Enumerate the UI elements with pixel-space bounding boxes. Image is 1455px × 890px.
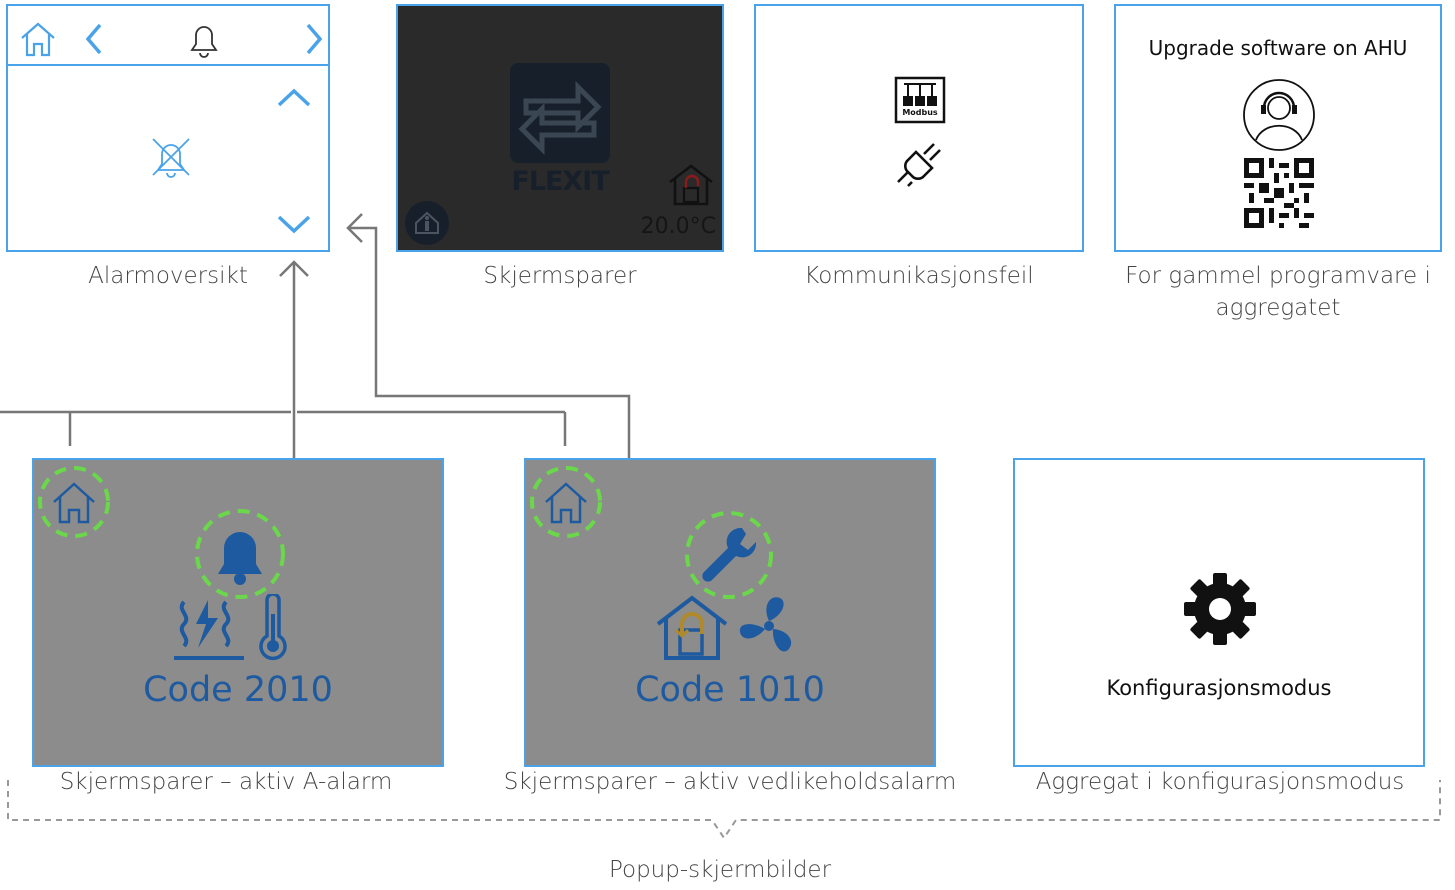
config-label: Konfigurasjonsmodus [1106,676,1332,700]
chevron-left-icon[interactable] [84,22,104,56]
old-software-panel: Upgrade software on AHU [1114,4,1442,252]
wrench-icon[interactable] [684,510,774,600]
popup-group-label: Popup-skjermbilder [608,857,832,883]
bell-icon[interactable] [184,18,224,60]
screensaver-caption: Skjermsparer [483,263,637,289]
alarm-code: Code 2010 [143,670,333,710]
temperature-readout: 20.0°C [640,214,716,239]
chevron-down-icon[interactable] [276,214,312,236]
comm-error-panel: Modbus [754,4,1084,252]
config-panel: Konfigurasjonsmodus [1013,458,1425,767]
flexit-logo [508,61,612,165]
house-return-icon [666,162,716,208]
headset-user-icon [1242,78,1316,152]
chevron-right-icon[interactable] [304,22,324,56]
a-alarm-panel: Code 2010 [32,458,444,767]
info-icon[interactable] [404,200,450,246]
modbus-label: Modbus [902,108,938,117]
maintenance-panel: Code 1010 [524,458,936,767]
qr-code-icon[interactable] [1244,158,1314,228]
modbus-icon [894,76,946,124]
alarm-code: Code 1010 [635,670,825,710]
alarm-overview-caption: Alarmoversikt [88,263,248,289]
thermometer-icon [256,594,290,662]
bell-muted-icon [148,134,194,180]
house-return-icon [654,594,730,662]
screensaver-panel: FLEXIT 20.0°C [396,4,724,252]
gear-icon [1181,570,1259,648]
brand-name: FLEXIT [511,166,609,197]
header-divider [8,64,328,66]
plug-disconnect-icon [894,134,950,192]
config-caption: Aggregat i konfigurasjonsmodus [1035,769,1405,795]
alarm-overview-panel [6,4,330,252]
old-software-caption: For gammel programvare i aggregatet [1125,263,1431,321]
home-icon[interactable] [530,466,602,538]
home-icon[interactable] [18,20,58,58]
bell-icon[interactable] [194,508,286,600]
chevron-up-icon[interactable] [276,86,312,108]
a-alarm-caption: Skjermsparer – aktiv A-alarm [59,769,393,795]
home-icon[interactable] [38,466,110,538]
upgrade-title: Upgrade software on AHU [1148,36,1408,60]
fan-icon [734,590,804,662]
maintenance-caption: Skjermsparer – aktiv vedlikeholdsalarm [503,769,957,795]
heat-icon [172,594,248,664]
comm-error-caption: Kommunikasjonsfeil [804,263,1034,289]
